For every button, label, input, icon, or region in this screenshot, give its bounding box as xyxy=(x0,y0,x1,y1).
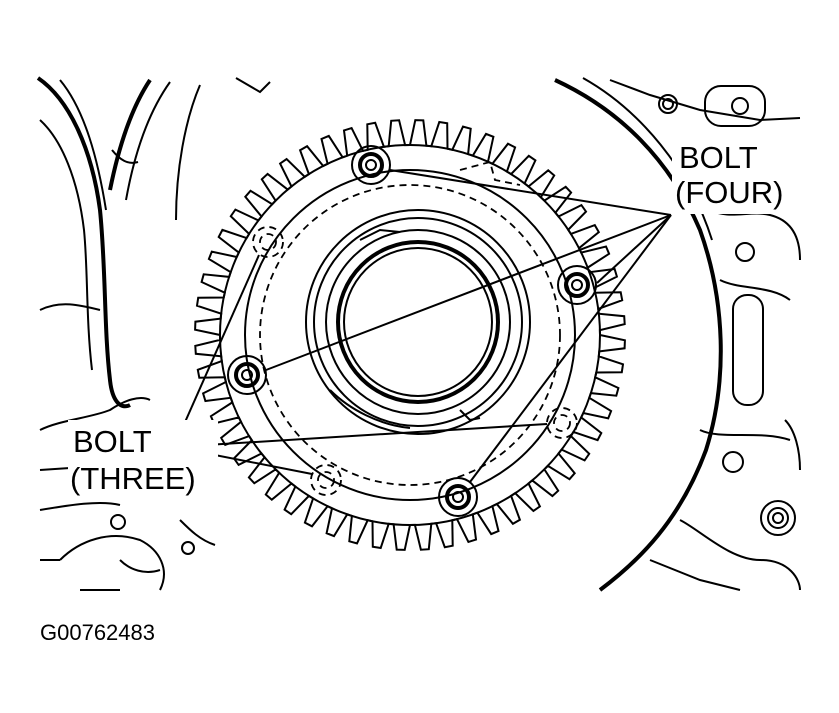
bolt-solid xyxy=(351,145,391,185)
bolt-solid xyxy=(557,265,597,305)
leader-lines-four xyxy=(265,169,672,483)
bolt-solid xyxy=(438,477,478,517)
label-bg-three xyxy=(68,420,218,500)
housing-left xyxy=(36,76,271,591)
hub-assembly xyxy=(244,160,576,501)
bolt-four-label-line1: BOLT xyxy=(679,140,758,175)
bolt-dashed xyxy=(310,464,342,496)
bolt-dashed xyxy=(252,226,284,258)
bolt-three-label-line2: (THREE) xyxy=(70,461,196,496)
bolt-three-label-line1: BOLT xyxy=(73,424,152,459)
bolt-dashed xyxy=(546,407,578,439)
bolt-four-label-line2: (FOUR) xyxy=(675,175,783,210)
bolts-three xyxy=(252,226,578,496)
gear-teeth xyxy=(194,119,626,551)
housing-right xyxy=(554,77,801,592)
gear-ring xyxy=(194,119,626,551)
bolt-solid xyxy=(227,355,267,395)
label-bg-four xyxy=(672,140,804,214)
figure-id: G00762483 xyxy=(40,620,155,645)
bolts-four xyxy=(227,145,597,517)
